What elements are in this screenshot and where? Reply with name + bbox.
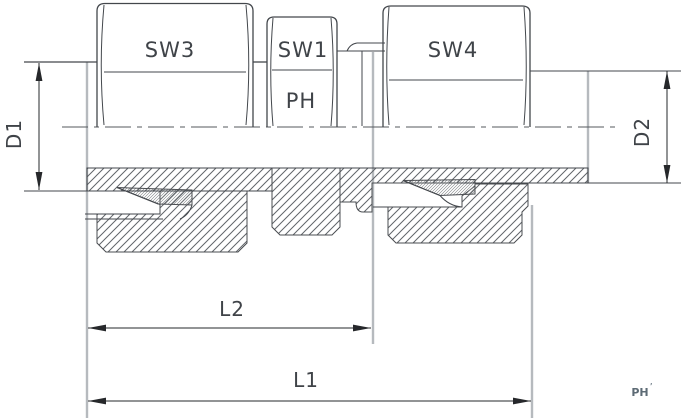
nut-sw3-side-arcs <box>100 4 250 126</box>
nut-sw1-side-arcs <box>270 17 334 127</box>
arrowhead-right <box>353 324 371 332</box>
label-ph: PH <box>286 89 316 113</box>
nut-sw1-outline <box>266 16 338 127</box>
brand-watermark-mark: ’ <box>650 382 653 390</box>
ferrule-left-cone <box>179 204 193 220</box>
nut-left-section <box>96 190 248 253</box>
dim-label-l2: L2 <box>219 297 245 321</box>
arrowhead-down <box>35 172 43 190</box>
dimension-d1 <box>35 63 43 190</box>
arrowhead-left <box>88 324 106 332</box>
body-center-section <box>271 167 341 236</box>
arrowhead-right <box>513 397 531 405</box>
arrowhead-up <box>663 71 671 89</box>
ferrule-right-slope <box>402 180 441 196</box>
dim-label-d2: D2 <box>630 117 654 147</box>
label-sw1: SW1 <box>278 38 328 62</box>
extension-lines <box>85 52 590 418</box>
dim-label-l1: L1 <box>293 368 319 392</box>
nut-sw4-side-arcs <box>386 6 527 126</box>
dimension-l1 <box>88 397 531 405</box>
ferrule-left-slope <box>116 187 161 205</box>
nut-sw3-outline <box>96 2 254 127</box>
neck-fillet <box>346 42 358 52</box>
dim-label-d1: D1 <box>2 119 26 149</box>
ferrule-right-cone <box>439 195 463 208</box>
arrowhead-up <box>35 63 43 81</box>
brand-watermark: PH <box>631 386 648 399</box>
label-sw3: SW3 <box>145 38 195 62</box>
nut-right-section <box>387 183 529 244</box>
tube-wall-left-section <box>86 167 273 192</box>
arrowhead-left <box>88 397 106 405</box>
outlines <box>24 2 681 220</box>
dimension-d2 <box>663 71 671 183</box>
section-hatch <box>86 167 589 253</box>
nut-sw4-outline <box>382 5 531 127</box>
label-sw4: SW4 <box>428 38 478 62</box>
dimension-l2 <box>88 324 371 332</box>
arrowhead-down <box>663 165 671 183</box>
ferrule-right-section <box>402 178 476 197</box>
